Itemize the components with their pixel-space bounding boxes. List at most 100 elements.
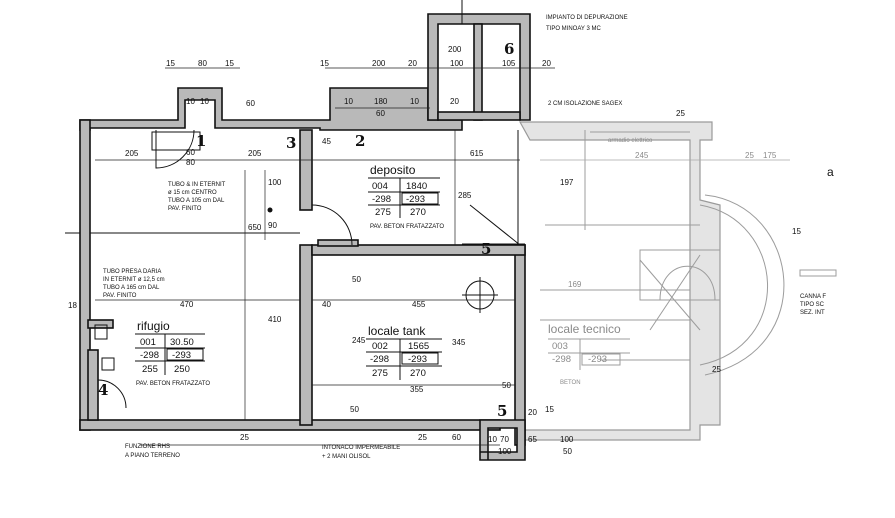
dim-label: 410 <box>268 315 282 324</box>
wall-deposito-west <box>299 129 313 211</box>
room-level-raw: -298 <box>552 354 571 365</box>
room-level-box <box>166 348 204 361</box>
dim-label: 60 <box>246 99 255 108</box>
door-swing-deposito <box>311 204 353 246</box>
dim-label: 50 <box>563 447 572 456</box>
dim-label: 25 <box>745 151 754 160</box>
note-tubo-presa-3: TUBO A 165 cm DAL <box>103 285 160 291</box>
note-impianto-1: IMPIANTO DI DEPURAZIONE <box>546 15 628 21</box>
dim-label: 15 <box>225 59 234 68</box>
note-canna-1: CANNA F <box>800 294 826 300</box>
dim-label: 455 <box>412 300 426 309</box>
dim-label: 205 <box>248 149 262 158</box>
dim-label: 285 <box>458 191 472 200</box>
note-canna-2: TIPO SC <box>800 302 825 308</box>
room-height-raw: 255 <box>142 364 158 375</box>
room-code: 004 <box>372 181 388 192</box>
room-height-finished: 270 <box>410 207 426 218</box>
pipe-marker <box>267 207 273 213</box>
dim-label: 65 <box>528 435 537 444</box>
wall-rifugio-tank <box>299 244 313 426</box>
dim-label: 245 <box>352 336 366 345</box>
note-intonaco-1: INTONACO IMPERMEABILE <box>322 445 400 451</box>
room-level-finished: -293 <box>408 354 427 365</box>
section-marker-5a: 5 <box>481 240 491 258</box>
wing-curved-wall <box>704 194 785 376</box>
canna-symbol <box>799 269 837 277</box>
note-tubo-eternit-3: TUBO A 105 cm DAL <box>168 198 225 204</box>
dimension-lines <box>95 67 790 446</box>
room-floor: PAV. BETON FRATAZZATO <box>136 381 210 387</box>
room-level-finished: -293 <box>588 354 607 365</box>
stair-edge <box>469 204 521 246</box>
dim-label: 175 <box>763 151 777 160</box>
dim-label: 50 <box>352 275 361 284</box>
room-height-raw: 275 <box>375 207 391 218</box>
note-tubo-presa-1: TUBO PRESA DARIA <box>103 269 161 275</box>
dim-label: 105 <box>502 59 516 68</box>
dim-label: 20 <box>408 59 417 68</box>
note-armadio: armadio elettrico <box>608 138 653 144</box>
room-floor: BETON <box>560 380 581 386</box>
wing-diagonal-2 <box>649 254 701 331</box>
dim-label: 200 <box>372 59 386 68</box>
room-floor: PAV. BETON FRATAZZATO <box>370 224 444 230</box>
section-marker-1: 1 <box>196 132 206 150</box>
dim-label: 25 <box>676 109 685 118</box>
dim-label: 15 <box>792 227 801 236</box>
room-level-box <box>401 352 439 365</box>
dim-label: 10 <box>344 97 353 106</box>
depuration-tank-walls <box>427 13 531 121</box>
window-opening-1 <box>151 131 201 151</box>
note-tubo-eternit-4: PAV. FINITO <box>168 206 202 212</box>
note-intonaco-2: + 2 MANI OLISOL <box>322 454 371 460</box>
dim-label: 345 <box>452 338 466 347</box>
section-markers: 1 2 3 4 5 5 6 <box>98 40 514 420</box>
wing-outer-wall <box>518 121 721 441</box>
outer-wall-north-west <box>79 87 463 131</box>
room-level-box <box>581 353 621 366</box>
walls <box>79 13 531 461</box>
room-level-raw: -298 <box>370 354 389 365</box>
room-area: 30.50 <box>170 337 194 348</box>
note-impianto-2: TIPO MINOAY 3 MC <box>546 26 601 32</box>
rifugio-fixture-2 <box>94 324 108 340</box>
depuration-divider <box>473 23 483 121</box>
room-level-box <box>401 192 439 205</box>
tank-wall-east <box>514 244 526 446</box>
note-isolazione: 2 CM ISOLAZIONE SAGEX <box>548 101 622 107</box>
room-level-finished: -293 <box>172 350 191 361</box>
dim-label: 50 <box>350 405 359 414</box>
room-code: 003 <box>552 341 568 352</box>
section-marker-5b: 5 <box>497 402 507 420</box>
dim-label: 20 <box>542 59 551 68</box>
dim-label: 70 <box>500 435 509 444</box>
dim-label: 100 <box>268 178 282 187</box>
dim-label: 45 <box>322 137 331 146</box>
dim-label: 20 <box>528 408 537 417</box>
dim-label: 80 <box>186 158 195 167</box>
dim-label: 197 <box>560 178 574 187</box>
dim-label: 10 <box>200 97 209 106</box>
dim-label: 60 <box>376 109 385 118</box>
dim-label: 10 <box>186 97 195 106</box>
dim-label: 40 <box>322 300 331 309</box>
wing-curved-wall-inner <box>699 204 768 366</box>
room-height-finished: 270 <box>410 368 426 379</box>
note-canna-3: SEZ. INT <box>800 310 825 316</box>
wall-tank-north <box>311 244 526 256</box>
dim-label: 200 <box>448 45 462 54</box>
room-height-raw: 275 <box>372 368 388 379</box>
section-marker-6: 6 <box>504 40 514 58</box>
section-marker-3: 3 <box>286 134 296 152</box>
dim-label: 90 <box>268 221 277 230</box>
dim-label: 25 <box>418 433 427 442</box>
dim-label: 100 <box>450 59 464 68</box>
door-swing-rifugio <box>97 379 127 409</box>
dim-label: 60 <box>452 433 461 442</box>
dimension-labels: 15 80 15 10 10 60 15 200 20 10 180 10 60… <box>68 45 801 456</box>
dim-label: 20 <box>450 97 459 106</box>
section-marker-4: 4 <box>98 381 108 399</box>
rifugio-fixture <box>101 357 115 371</box>
dim-label: 470 <box>180 300 194 309</box>
